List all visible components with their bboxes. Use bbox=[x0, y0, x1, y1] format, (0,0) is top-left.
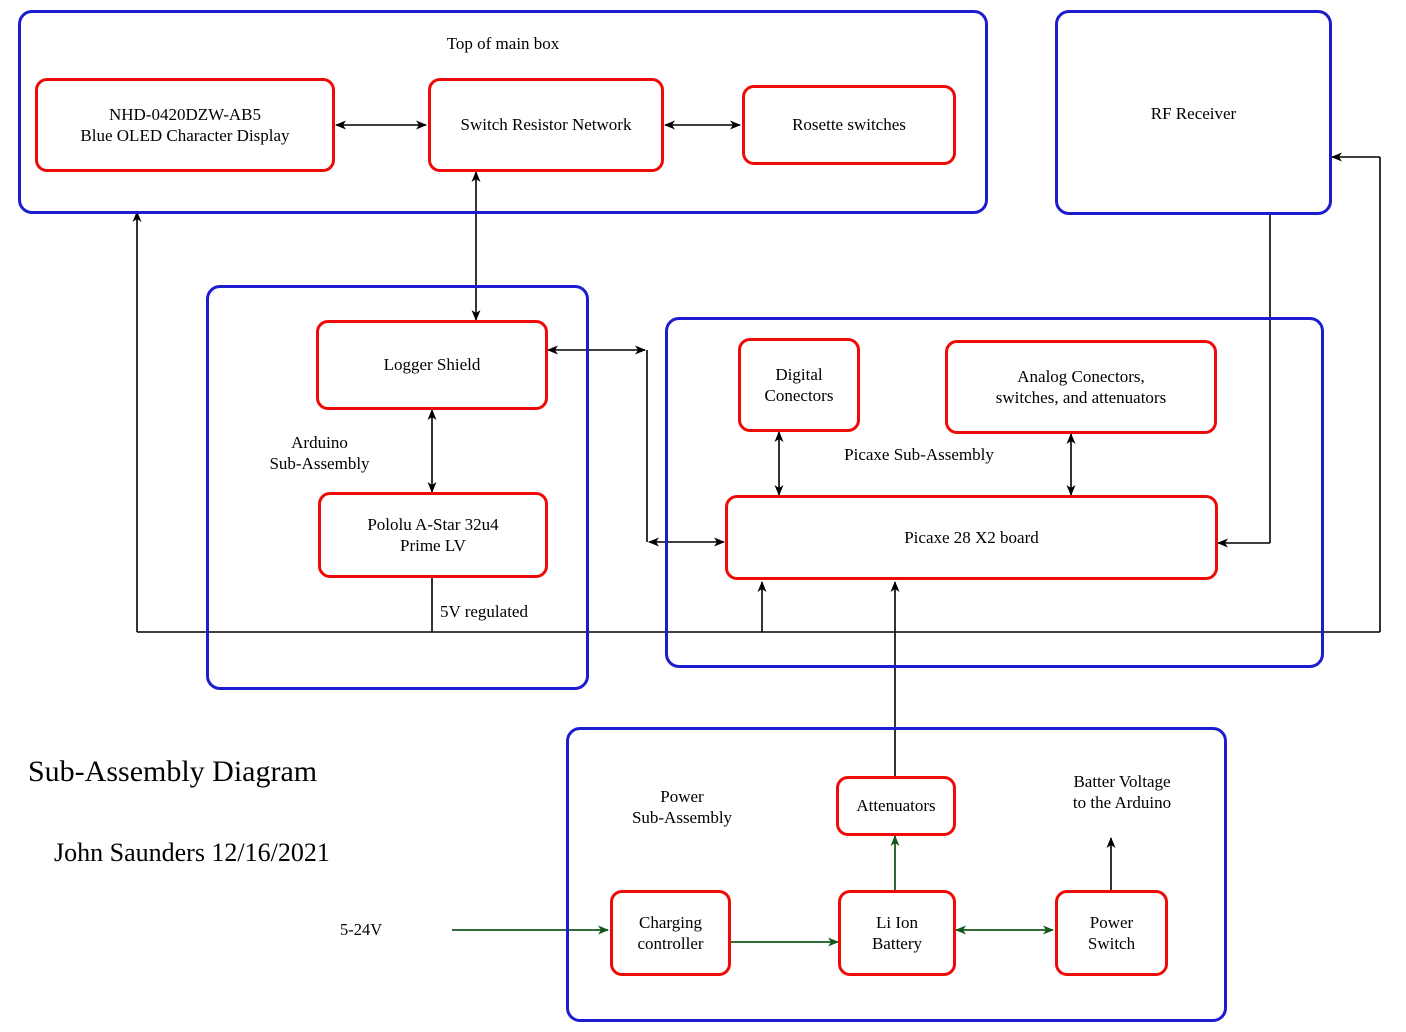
block-oled-display[interactable]: NHD-0420DZW-AB5 Blue OLED Character Disp… bbox=[35, 78, 335, 172]
digital-conectors-line2: Conectors bbox=[764, 386, 834, 405]
block-switch-resistor-network[interactable]: Switch Resistor Network bbox=[428, 78, 664, 172]
label-5v-regulated: 5V regulated bbox=[440, 602, 528, 621]
digital-conectors-line1: Digital bbox=[775, 364, 823, 384]
block-charging-controller[interactable]: Charging controller bbox=[610, 890, 731, 976]
block-pololu-a-star[interactable]: Pololu A-Star 32u4 Prime LV bbox=[318, 492, 548, 578]
switch-resistor-network-label: Switch Resistor Network bbox=[460, 115, 632, 135]
attenuators-label: Attenuators bbox=[856, 796, 936, 816]
group-label-top-main-box: Top of main box bbox=[446, 34, 560, 53]
group-label-picaxe: Picaxe Sub-Assembly bbox=[844, 445, 994, 464]
group-power-sub-assembly[interactable] bbox=[566, 727, 1227, 1022]
label-battery-voltage-to-arduino: Batter Voltage to the Arduino bbox=[1072, 772, 1172, 813]
block-attenuators[interactable]: Attenuators bbox=[836, 776, 956, 836]
group-rf-receiver[interactable] bbox=[1055, 10, 1332, 215]
group-arduino-sub-assembly[interactable] bbox=[206, 285, 589, 690]
rosette-switches-label: Rosette switches bbox=[792, 115, 906, 135]
label-input-voltage: 5-24V bbox=[340, 920, 383, 939]
power-switch-line1: Power bbox=[1089, 912, 1134, 932]
block-digital-conectors[interactable]: Digital Conectors bbox=[738, 338, 860, 432]
pololu-line1: Pololu A-Star 32u4 bbox=[367, 514, 499, 534]
group-label-rf-receiver: RF Receiver bbox=[1150, 104, 1237, 123]
group-label-arduino: Arduino Sub-Assembly bbox=[269, 433, 370, 474]
charging-controller-line2: controller bbox=[637, 934, 704, 953]
power-switch-line2: Switch bbox=[1087, 934, 1136, 953]
group-top-main-box[interactable] bbox=[18, 10, 988, 214]
charging-controller-line1: Charging bbox=[639, 912, 702, 932]
group-picaxe-sub-assembly[interactable] bbox=[665, 317, 1324, 668]
analog-conectors-line2: switches, and attenuators bbox=[995, 388, 1167, 407]
oled-display-line2: Blue OLED Character Display bbox=[80, 126, 290, 145]
block-li-ion-battery[interactable]: Li Ion Battery bbox=[838, 890, 956, 976]
diagram-author-date: John Saunders 12/16/2021 bbox=[54, 838, 330, 867]
block-logger-shield[interactable]: Logger Shield bbox=[316, 320, 548, 410]
diagram-title: Sub-Assembly Diagram bbox=[28, 755, 318, 788]
pololu-line2: Prime LV bbox=[400, 536, 466, 555]
group-label-power: Power Sub-Assembly bbox=[631, 787, 733, 828]
block-power-switch[interactable]: Power Switch bbox=[1055, 890, 1168, 976]
li-ion-battery-line2: Battery bbox=[871, 934, 923, 953]
block-analog-conectors[interactable]: Analog Conectors, switches, and attenuat… bbox=[945, 340, 1217, 434]
logger-shield-label: Logger Shield bbox=[383, 355, 481, 375]
block-picaxe-board[interactable]: Picaxe 28 X2 board bbox=[725, 495, 1218, 580]
block-rosette-switches[interactable]: Rosette switches bbox=[742, 85, 956, 165]
analog-conectors-line1: Analog Conectors, bbox=[1017, 366, 1145, 386]
li-ion-battery-line1: Li Ion bbox=[875, 912, 918, 932]
picaxe-board-label: Picaxe 28 X2 board bbox=[904, 527, 1039, 547]
oled-display-line1: NHD-0420DZW-AB5 bbox=[108, 104, 262, 124]
